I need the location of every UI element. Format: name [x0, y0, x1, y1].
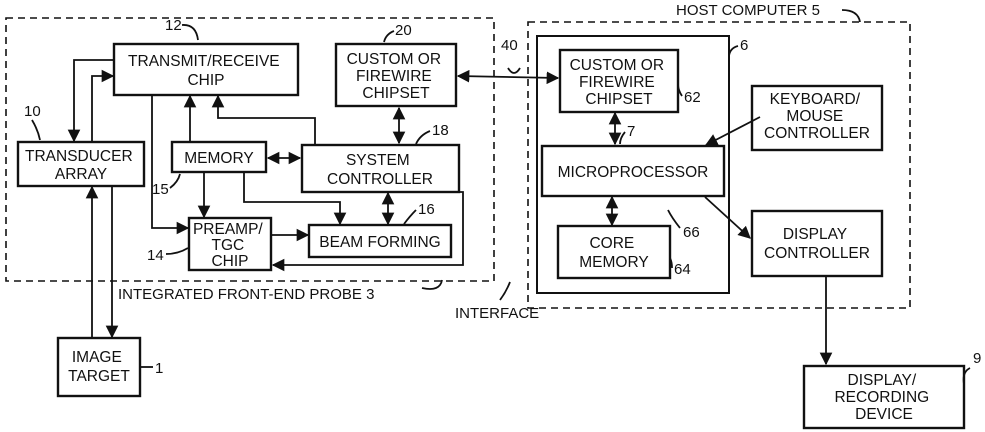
ref-14: 14	[147, 247, 164, 264]
leader-12	[182, 25, 198, 40]
ref-64: 64	[674, 261, 691, 278]
probe-label: INTEGRATED FRONT-END PROBE 3	[118, 286, 374, 303]
ref-20: 20	[395, 22, 412, 39]
ref-12: 12	[165, 17, 182, 34]
leader-host	[842, 10, 860, 22]
link-sysctl-trx	[218, 96, 315, 145]
interface-tick	[508, 68, 520, 73]
memory-label: MEMORY	[184, 150, 253, 167]
ref-7: 7	[627, 123, 635, 140]
ref-16: 16	[418, 201, 435, 218]
ref-40: 40	[501, 37, 518, 54]
link-trx-transducer-down	[74, 60, 114, 141]
display-controller-block	[752, 211, 882, 276]
leader-18	[416, 131, 430, 144]
ref-62: 62	[684, 89, 701, 106]
link-transducer-trx-up	[92, 76, 113, 141]
ref-10: 10	[24, 103, 41, 120]
leader-14	[166, 248, 188, 254]
ref-6: 6	[740, 37, 748, 54]
image-target-block	[58, 338, 140, 396]
leader-10	[32, 120, 40, 140]
microprocessor-label: MICROPROCESSOR	[558, 164, 709, 181]
leader-16	[404, 210, 416, 224]
leader-20	[384, 31, 394, 42]
ref-15: 15	[152, 181, 169, 198]
leader-interface	[500, 282, 510, 300]
ref-18: 18	[432, 122, 449, 139]
interface-label: INTERFACE	[455, 305, 539, 322]
host-label: HOST COMPUTER 5	[676, 2, 820, 19]
leader-6	[729, 46, 738, 56]
ref-66: 66	[683, 224, 700, 241]
beam-forming-label: BEAM FORMING	[319, 234, 440, 251]
leader-15	[170, 174, 180, 188]
ref-9: 9	[973, 350, 981, 367]
ref-1: 1	[155, 360, 163, 377]
